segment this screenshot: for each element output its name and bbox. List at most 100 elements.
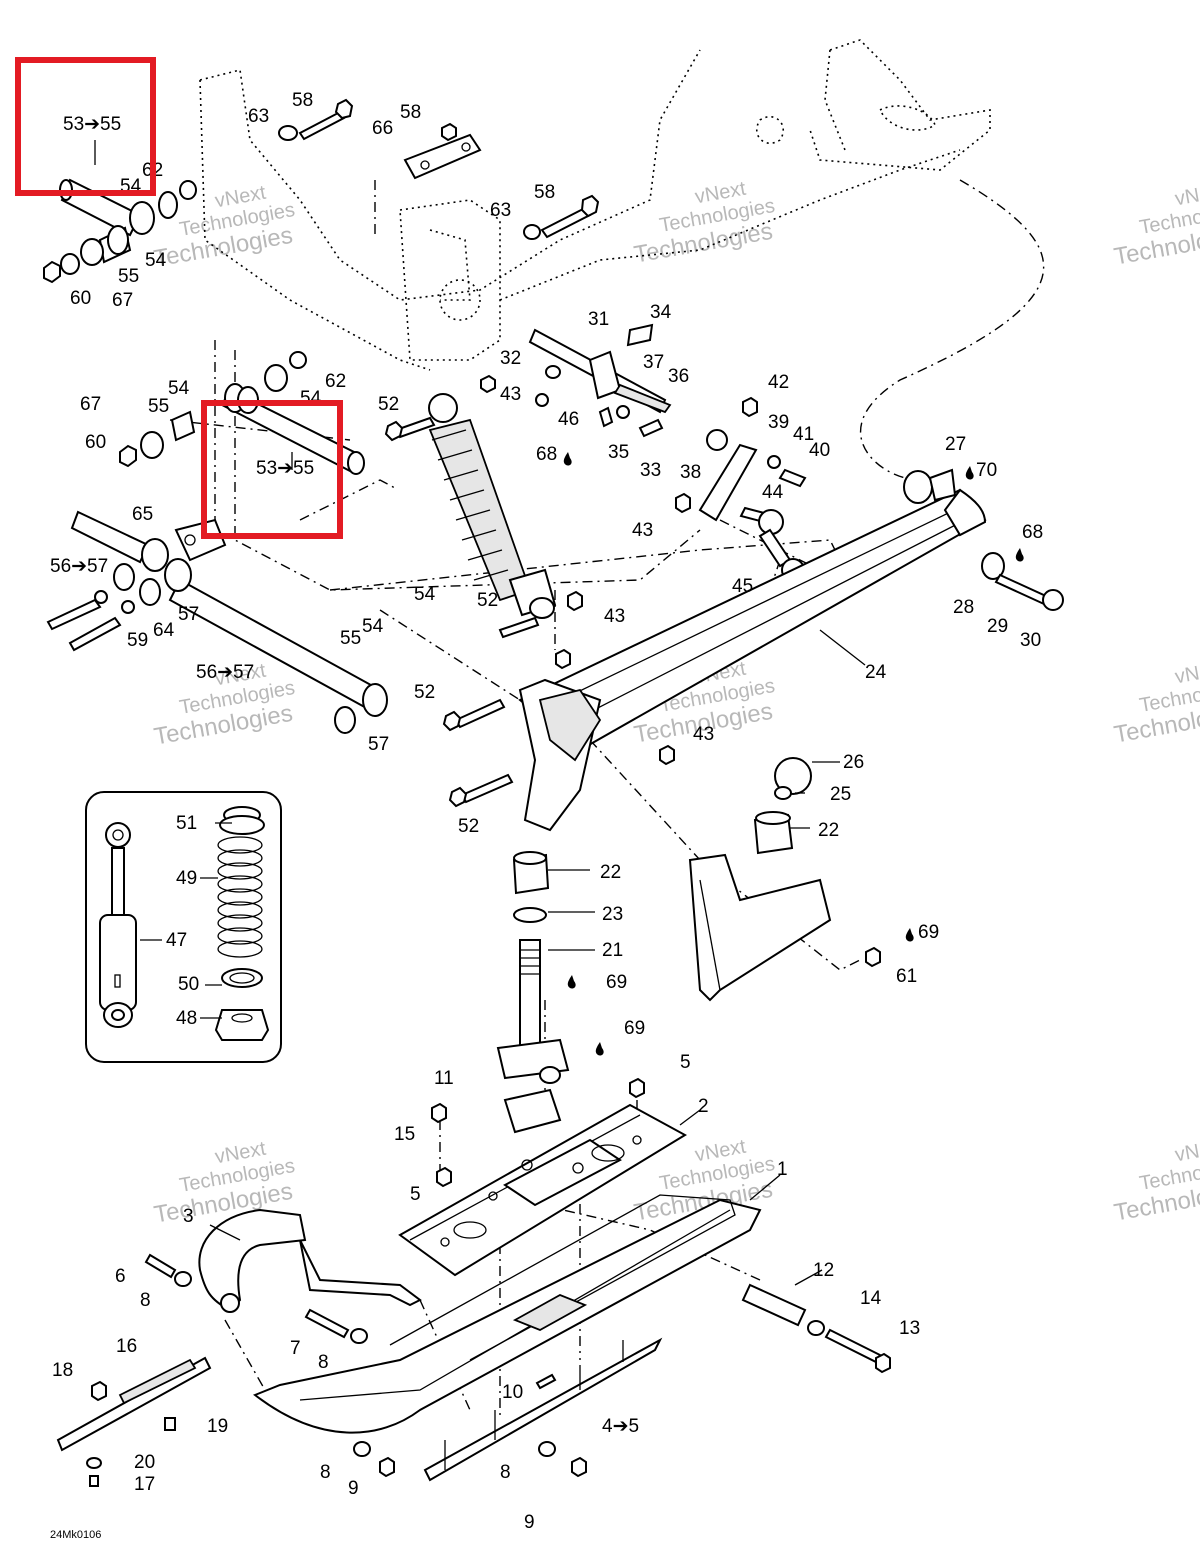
callout-label: 69 — [624, 1018, 645, 1039]
callout-label: 5 — [410, 1184, 421, 1205]
callout-label: 67 — [112, 290, 133, 311]
callout-label: 47 — [166, 930, 187, 951]
callout-label: 43 — [604, 606, 625, 627]
ski-leg — [688, 757, 881, 1002]
callout-label: 45 — [732, 576, 753, 597]
callout-label: 21 — [602, 940, 623, 961]
callout-label: 63 — [248, 106, 269, 127]
leader-lines — [94, 140, 866, 1286]
highlight-boxes: 53➔55 53➔55 — [15, 57, 343, 539]
callout-label: 49 — [176, 868, 197, 889]
callout-label: 8 — [318, 1352, 329, 1373]
callout-label: 30 — [1020, 630, 1041, 651]
callout-label: 23 — [602, 904, 623, 925]
watermark: vNext Technologies Technologies — [632, 178, 777, 269]
callout-label: 20 — [134, 1452, 155, 1473]
callout-label: 54 — [145, 250, 167, 271]
highlight-box-top-left[interactable]: 53➔55 — [15, 57, 156, 196]
highlight-box-middle[interactable]: 53➔55 — [201, 400, 343, 539]
callout-label: 55 — [340, 628, 361, 649]
callout-label: 51 — [176, 813, 197, 834]
callout-label: 44 — [762, 482, 784, 503]
callout-label: 11 — [434, 1068, 454, 1089]
callout-label: 7 — [290, 1338, 301, 1359]
callout-label: 65 — [132, 504, 153, 525]
callout-label: 52 — [378, 394, 399, 415]
callout-label: 9 — [348, 1478, 359, 1499]
callout-label: 63 — [490, 200, 511, 221]
watermark-text: vNext — [1173, 1136, 1200, 1167]
callout-label: 24 — [865, 662, 887, 683]
watermark-text: vNext — [1173, 658, 1200, 689]
grease-drop-icon — [1015, 548, 1024, 562]
callout-label: 57 — [368, 734, 389, 755]
chassis-frame — [199, 39, 991, 371]
callout-label: 61 — [896, 966, 917, 987]
callout-label: 37 — [643, 352, 664, 373]
callout-label: 42 — [768, 372, 789, 393]
trailing-arm — [442, 468, 1064, 832]
callout-label: 69 — [606, 972, 627, 993]
callout-label: 8 — [140, 1290, 151, 1311]
callout-label: 43 — [632, 520, 653, 541]
callout-label: 32 — [500, 348, 521, 369]
callout-label: 19 — [207, 1416, 228, 1437]
callout-label: 29 — [987, 616, 1008, 637]
callout-label: 15 — [394, 1124, 415, 1145]
callout-label: 27 — [945, 434, 966, 455]
shock-absorber — [384, 374, 557, 619]
callout-label: 52 — [414, 682, 435, 703]
callout-label: 58 — [292, 90, 313, 111]
callout-label: 2 — [698, 1096, 709, 1117]
callout-label: 12 — [813, 1260, 834, 1281]
callout-label: 33 — [640, 460, 661, 481]
callout-label: 28 — [953, 597, 974, 618]
callout-label: 10 — [502, 1382, 523, 1403]
callout-label: 66 — [372, 118, 393, 139]
watermark-text: vNext — [1173, 180, 1200, 211]
callout-label: 58 — [400, 102, 421, 123]
callout-label: 68 — [536, 444, 557, 465]
callout-label: 58 — [534, 182, 555, 203]
highlight-label: 53➔55 — [256, 458, 314, 479]
callout-label: 52 — [458, 816, 479, 837]
callout-label: 70 — [976, 460, 997, 481]
callout-label: 38 — [680, 462, 701, 483]
callout-label: 55 — [118, 266, 139, 287]
callout-label: 59 — [127, 630, 148, 651]
callout-label: 54 — [362, 616, 384, 637]
grease-drop-icon — [595, 1042, 604, 1056]
callout-label: 22 — [818, 820, 839, 841]
watermark: vNext Technologies Technologies — [1112, 658, 1200, 749]
callout-label: 4➔5 — [602, 1416, 639, 1437]
callout-label: 1 — [777, 1159, 788, 1180]
callout-label: 56➔57 — [196, 662, 254, 683]
middle-arm-hardware — [46, 351, 388, 734]
callout-label: 50 — [178, 974, 199, 995]
callout-label: 67 — [80, 394, 101, 415]
steering-column-top — [528, 323, 807, 582]
callout-label: 25 — [830, 784, 851, 805]
callout-label: 9 — [524, 1512, 535, 1533]
callout-label: 52 — [477, 590, 498, 611]
callout-label: 34 — [650, 302, 672, 323]
callout-label: 39 — [768, 412, 789, 433]
callout-label: 43 — [693, 724, 714, 745]
callout-label: 18 — [52, 1360, 73, 1381]
grease-drop-icon — [567, 975, 576, 989]
callout-label: 5 — [680, 1052, 691, 1073]
callout-label: 14 — [860, 1288, 882, 1309]
callout-label: 69 — [918, 922, 939, 943]
callout-label: 36 — [668, 366, 689, 387]
callout-label: 56➔57 — [50, 556, 108, 577]
shock-detail-inset — [85, 791, 282, 1063]
callout-label: 43 — [500, 384, 521, 405]
grease-drop-icon — [563, 452, 572, 466]
callout-label: 17 — [134, 1474, 155, 1495]
callout-label: 8 — [320, 1462, 331, 1483]
callout-label: 13 — [899, 1318, 920, 1339]
callout-label: 48 — [176, 1008, 197, 1029]
callout-label: 60 — [70, 288, 91, 309]
callout-label: 16 — [116, 1336, 137, 1357]
callout-label: 60 — [85, 432, 106, 453]
